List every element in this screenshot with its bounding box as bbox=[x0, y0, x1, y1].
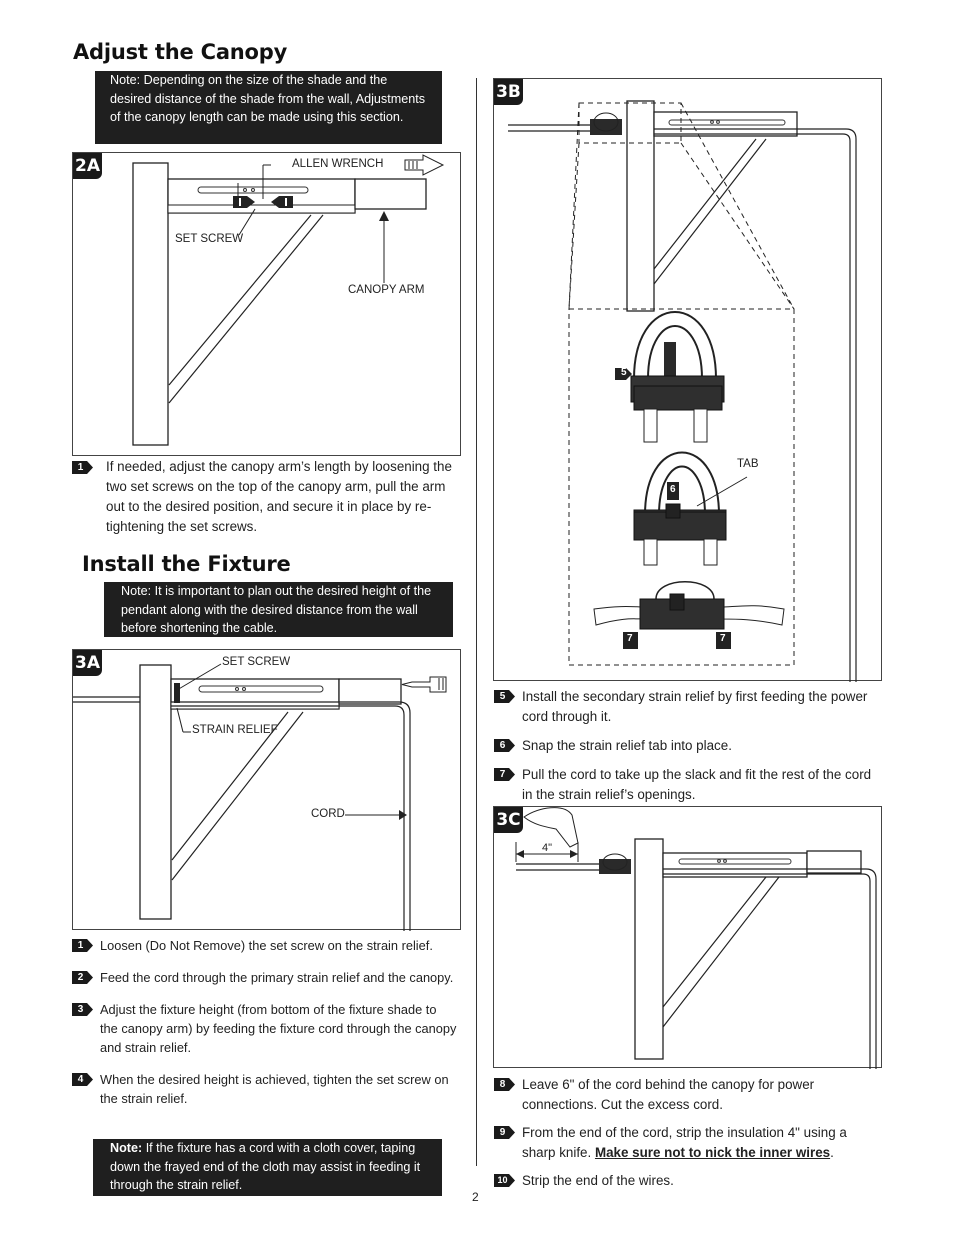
step-number-badge: 6 bbox=[494, 739, 515, 752]
marker-7-left: 7 bbox=[627, 633, 633, 644]
figure-3c-label: 3C bbox=[494, 807, 523, 833]
marker-5: 5 bbox=[621, 367, 627, 378]
step-number-badge: 3 bbox=[72, 1003, 93, 1016]
figure-3c: 3C 4" bbox=[493, 806, 882, 1069]
step-5-text: Install the secondary strain relief by f… bbox=[522, 689, 868, 724]
step-9: 9 From the end of the cord, strip the in… bbox=[494, 1123, 884, 1163]
canopy-step-1: 1 If needed, adjust the canopy arm’s len… bbox=[72, 457, 462, 537]
step-number-badge: 10 bbox=[494, 1174, 515, 1187]
fixture-steps: 1 Loosen (Do Not Remove) the set screw o… bbox=[72, 936, 457, 1108]
note-label: Note: bbox=[110, 1141, 143, 1155]
fixture-step-1: 1 Loosen (Do Not Remove) the set screw o… bbox=[72, 936, 457, 955]
set-screw-label: SET SCREW bbox=[175, 233, 244, 245]
dimension-label: 4" bbox=[542, 842, 553, 854]
fixture-step-2: 2 Feed the cord through the primary stra… bbox=[72, 968, 457, 987]
fixture-step-3-text: Adjust the fixture height (from bottom o… bbox=[100, 1002, 457, 1055]
step-number-badge: 7 bbox=[494, 768, 515, 781]
step-number-badge: 4 bbox=[72, 1073, 93, 1086]
figure-2a: 2A ALLEN WRENCH SET SCREW CANOPY ARM bbox=[72, 152, 461, 456]
strain-relief-step-7 bbox=[593, 581, 785, 630]
cord-label: CORD bbox=[311, 808, 345, 820]
fixture-step-3: 3 Adjust the fixture height (from bottom… bbox=[72, 1000, 457, 1057]
fixture-step-2-text: Feed the cord through the primary strain… bbox=[100, 970, 454, 985]
step-8-text: Leave 6" of the cord behind the canopy f… bbox=[522, 1077, 815, 1112]
strain-relief-step-5 bbox=[630, 311, 725, 443]
canopy-step-1-text: If needed, adjust the canopy arm’s lengt… bbox=[106, 459, 452, 534]
step-number-badge: 8 bbox=[494, 1078, 515, 1091]
figure-3b: 3B 5 TAB 6 7 7 bbox=[493, 78, 882, 682]
warning-text: Make sure not to nick the inner wires bbox=[594, 1145, 831, 1160]
figure-3b-drawing bbox=[508, 100, 857, 682]
step-number-badge: 9 bbox=[494, 1126, 515, 1139]
fixture-step-4-text: When the desired height is achieved, tig… bbox=[100, 1072, 449, 1106]
steps-3b: 5 Install the secondary strain relief by… bbox=[494, 687, 884, 805]
steps-3c: 8 Leave 6" of the cord behind the canopy… bbox=[494, 1075, 884, 1191]
step-6: 6 Snap the strain relief tab into place. bbox=[494, 736, 884, 756]
step-8: 8 Leave 6" of the cord behind the canopy… bbox=[494, 1075, 884, 1115]
canopy-note: Note: Depending on the size of the shade… bbox=[95, 71, 442, 144]
step-7: 7 Pull the cord to take up the slack and… bbox=[494, 765, 884, 805]
canopy-note-text: Note: Depending on the size of the shade… bbox=[110, 73, 426, 124]
section-title-adjust-canopy: Adjust the Canopy bbox=[73, 40, 288, 64]
figure-2a-drawing bbox=[132, 154, 445, 446]
step-6-text: Snap the strain relief tab into place. bbox=[522, 738, 732, 753]
canopy-arm-label: CANOPY ARM bbox=[348, 284, 425, 296]
strain-relief-step-6 bbox=[633, 451, 727, 566]
cloth-cord-note-text: If the fixture has a cord with a cloth c… bbox=[110, 1141, 421, 1192]
step-number-badge: 1 bbox=[72, 461, 93, 474]
step-10-text: Strip the end of the wires. bbox=[522, 1173, 674, 1188]
marker-7-right: 7 bbox=[720, 633, 726, 644]
tab-label: TAB bbox=[737, 458, 759, 470]
figure-3a-label: 3A bbox=[73, 650, 102, 676]
step-number-badge: 5 bbox=[494, 690, 515, 703]
step-7-text: Pull the cord to take up the slack and f… bbox=[522, 767, 872, 802]
fixture-step-4: 4 When the desired height is achieved, t… bbox=[72, 1070, 457, 1108]
fixture-note-text: Note: It is important to plan out the de… bbox=[121, 584, 432, 635]
step-number-badge: 1 bbox=[72, 939, 93, 952]
strain-relief-label: STRAIN RELIEF bbox=[192, 724, 278, 736]
fixture-step-1-text: Loosen (Do Not Remove) the set screw on … bbox=[100, 938, 433, 953]
step-5: 5 Install the secondary strain relief by… bbox=[494, 687, 884, 727]
marker-6: 6 bbox=[670, 484, 676, 495]
figure-3c-drawing bbox=[515, 807, 877, 1069]
step-10: 10 Strip the end of the wires. bbox=[494, 1171, 884, 1191]
section-title-install-fixture: Install the Fixture bbox=[82, 552, 291, 576]
figure-3a: 3A SET SCREW STRAIN RELIEF CORD bbox=[72, 649, 461, 931]
allen-wrench-label: ALLEN WRENCH bbox=[292, 158, 384, 170]
cloth-cord-note: Note: If the fixture has a cord with a c… bbox=[93, 1139, 442, 1196]
figure-3a-drawing bbox=[73, 663, 447, 931]
page-number: 2 bbox=[472, 1190, 479, 1204]
step-9-text: From the end of the cord, strip the insu… bbox=[522, 1125, 847, 1160]
step-number-badge: 2 bbox=[72, 971, 93, 984]
fixture-note: Note: It is important to plan out the de… bbox=[104, 582, 453, 637]
set-screw-label: SET SCREW bbox=[222, 656, 291, 668]
column-divider bbox=[476, 78, 477, 1166]
figure-2a-label: 2A bbox=[73, 153, 102, 179]
figure-3b-label: 3B bbox=[494, 79, 523, 105]
